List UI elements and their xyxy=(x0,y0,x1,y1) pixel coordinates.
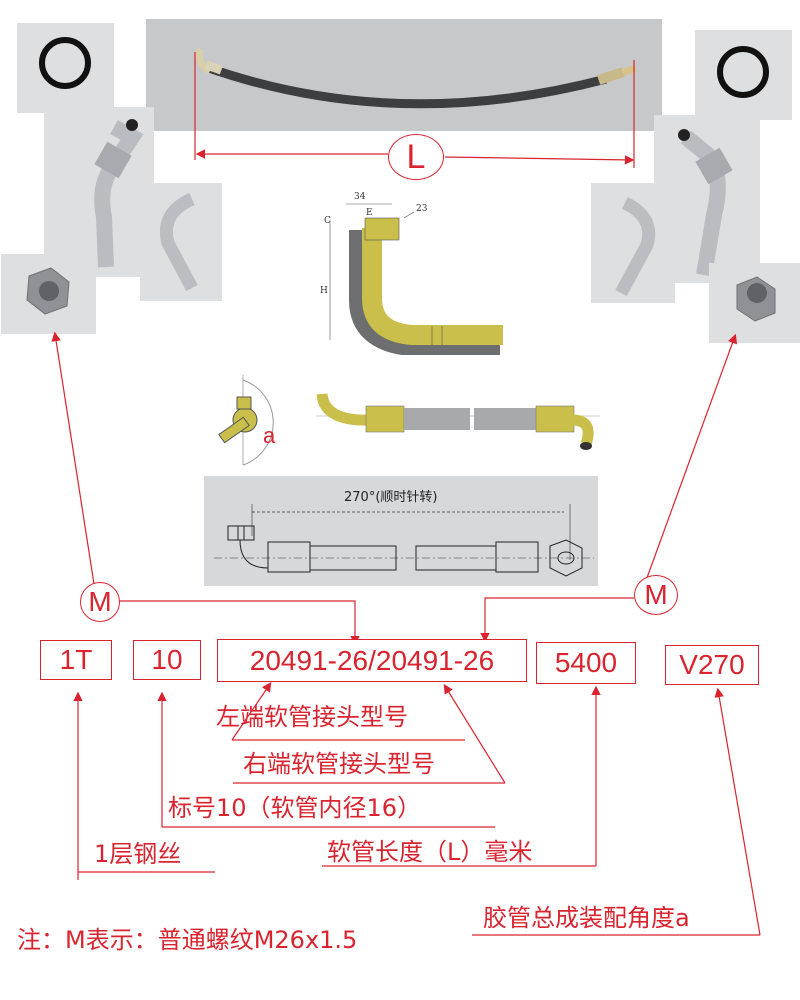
hex-nut-icon xyxy=(26,267,70,315)
length-annotation: 软管长度（L）毫米 xyxy=(327,838,533,866)
thread-marker-left: M xyxy=(80,582,120,622)
code-angle: V270 xyxy=(679,649,745,680)
angle-annotation: 胶管总成装配角度a xyxy=(483,904,690,932)
fitting-cross-section-drawing: 34 E C H 23 xyxy=(320,190,510,356)
rotation-angle-drawing: 270°(顺时针转) xyxy=(204,476,598,586)
thread-note: 注：M表示：普通螺纹M26x1.5 xyxy=(17,926,358,954)
o-ring-icon xyxy=(717,46,769,98)
code-fittings: 20491-26/20491-26 xyxy=(249,644,495,676)
rotation-angle-text: 270°(顺时针转) xyxy=(344,490,438,505)
hose-assembly-photo xyxy=(146,19,662,131)
dim-label-c: C xyxy=(324,216,331,226)
elbow-drawing-icon xyxy=(329,203,503,356)
hex-nut-icon xyxy=(736,276,776,322)
thread-marker-right: M xyxy=(634,575,678,615)
elbow-fitting-icon xyxy=(160,193,198,292)
code-fittings-box: 20491-26/20491-26 xyxy=(217,639,527,682)
dim-label-e: E xyxy=(366,208,373,218)
nut-photo-right xyxy=(709,263,800,343)
elbow-fitting-photo-left xyxy=(44,107,154,277)
size-annotation: 标号10（软管内径16） xyxy=(168,794,422,822)
o-ring-photo-left xyxy=(17,23,114,113)
hose-side-drawing xyxy=(316,380,600,455)
code-length-box: 5400 xyxy=(536,642,636,684)
o-ring-icon xyxy=(39,37,91,89)
code-length: 5400 xyxy=(554,647,618,678)
thread-marker-left-label: M xyxy=(88,586,112,617)
dim-label-h: H xyxy=(320,286,328,296)
dimension-l-marker: L xyxy=(388,134,444,180)
code-layers-box: 1T xyxy=(40,640,112,680)
elbow-fitting-icon xyxy=(94,119,144,268)
o-ring-photo-right xyxy=(695,30,792,120)
angle-diagram: a xyxy=(205,375,295,470)
dim-label-23: 23 xyxy=(416,204,428,214)
hose-icon xyxy=(195,48,637,109)
code-size-box: 10 xyxy=(133,640,201,680)
thread-marker-right-label: M xyxy=(644,579,668,610)
angle-arc-icon xyxy=(218,375,274,466)
layers-annotation: 1层钢丝 xyxy=(94,840,182,868)
hose-outline-icon xyxy=(214,504,594,577)
left-fitting-annotation: 左端软管接头型号 xyxy=(216,703,408,731)
dimension-l-label: L xyxy=(406,137,426,176)
code-size: 10 xyxy=(151,644,183,675)
hose-side-icon xyxy=(316,393,600,450)
code-angle-box: V270 xyxy=(665,645,759,685)
angle-label-a: a xyxy=(263,423,276,448)
elbow-fitting-photo-left-small xyxy=(140,183,222,301)
code-layers: 1T xyxy=(59,644,93,675)
dim-label-34: 34 xyxy=(354,192,366,202)
elbow-fitting-icon xyxy=(615,197,656,297)
elbow-fitting-icon xyxy=(678,129,733,277)
elbow-fitting-photo-right-small xyxy=(591,183,675,303)
right-fitting-annotation: 右端软管接头型号 xyxy=(243,750,435,778)
nut-photo-left xyxy=(1,254,96,334)
